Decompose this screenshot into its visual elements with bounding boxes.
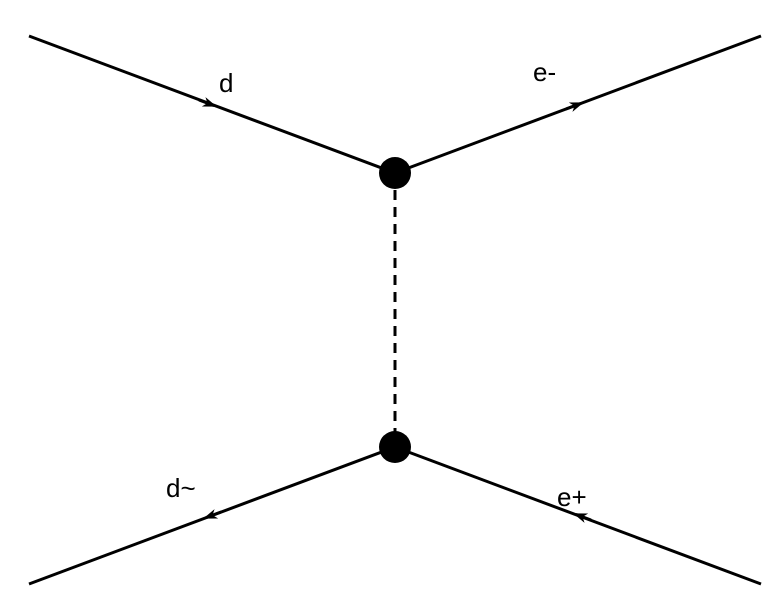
arrow-d-bar-icon bbox=[203, 509, 222, 520]
label-d-bar: d~ bbox=[166, 473, 196, 503]
upper-vertex bbox=[379, 157, 411, 189]
label-e-plus: e+ bbox=[557, 482, 587, 512]
label-e-minus: e- bbox=[533, 57, 556, 87]
arrow-e-plus-icon bbox=[573, 512, 592, 523]
lower-vertex bbox=[379, 431, 411, 463]
label-d: d bbox=[219, 68, 233, 98]
arrow-e-minus-icon bbox=[565, 101, 584, 112]
arrow-d-icon bbox=[198, 97, 217, 108]
